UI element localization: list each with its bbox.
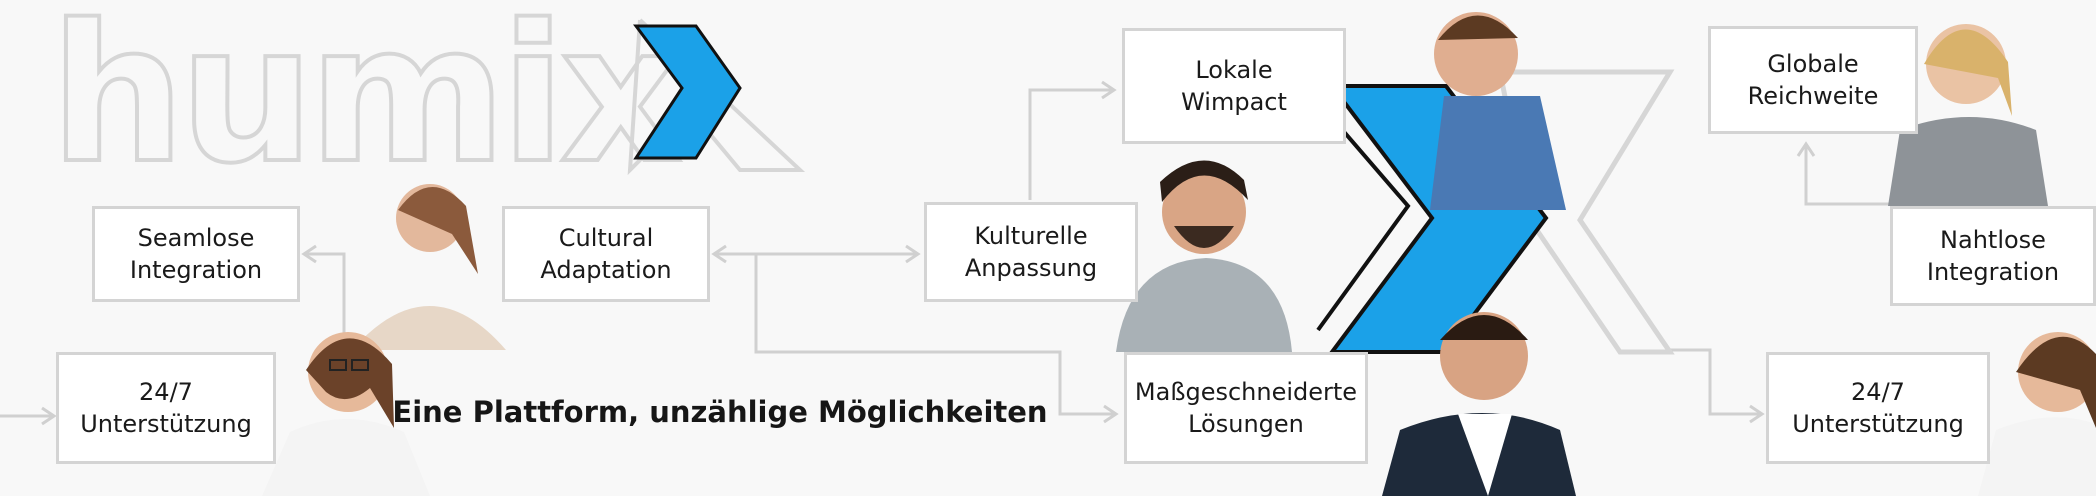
box-line-2: Integration [129, 256, 263, 284]
person-man-blue-shirt [1430, 12, 1566, 210]
logo-text: humix [50, 0, 680, 205]
logo-chevron-icon [633, 24, 742, 160]
box-seamlose-integration: Seamlose Integration [92, 206, 300, 302]
box-line-2: Lösungen [1188, 410, 1304, 438]
box-line-2: Adaptation [540, 256, 672, 284]
box-line-2: Unterstützung [80, 410, 252, 438]
box-nahtlose-integration: Nahtlose Integration [1890, 206, 2096, 306]
person-woman-glasses-left [262, 332, 430, 496]
box-cultural-adaptation: Cultural Adaptation [502, 206, 710, 302]
box-line-2: Wimpact [1181, 88, 1287, 116]
tagline: Eine Plattform, unzählige Möglichkeiten [392, 395, 1048, 429]
box-line-1: 24/7 [139, 378, 193, 406]
person-woman-glasses-right [1978, 332, 2096, 496]
person-man-suit [1382, 312, 1576, 496]
box-line-1: Cultural [558, 224, 654, 252]
box-line-2: Anpassung [964, 254, 1098, 282]
box-globale-reichweite: Globale Reichweite [1708, 26, 1918, 134]
person-woman-blazer [1888, 24, 2048, 206]
box-line-2: Unterstützung [1792, 410, 1964, 438]
box-line-1: Lokale [1195, 56, 1273, 84]
box-line-2: Reichweite [1747, 82, 1879, 110]
humix-logo: humix [48, 0, 806, 207]
box-line-1: Globale [1767, 50, 1859, 78]
box-line-1: Nahtlose [1940, 226, 2046, 254]
box-massgeschneiderte-loesungen: Maßgeschneiderte Lösungen [1124, 352, 1368, 464]
chevron-left-stroke [1316, 102, 1411, 332]
connector-lines [0, 80, 1894, 426]
box-line-1: Seamlose [137, 224, 255, 252]
logo-x-outline [627, 18, 806, 176]
person-man-beard [1116, 160, 1292, 352]
box-line-2: Integration [1926, 258, 2060, 286]
box-lokale-wimpact: Lokale Wimpact [1122, 28, 1346, 144]
box-line-1: 24/7 [1851, 378, 1905, 406]
box-support-right: 24/7 Unterstützung [1766, 352, 1990, 464]
person-woman-ponytail [352, 184, 506, 350]
box-support-left: 24/7 Unterstützung [56, 352, 276, 464]
box-kulturelle-anpassung: Kulturelle Anpassung [924, 202, 1138, 302]
box-line-1: Kulturelle [974, 222, 1088, 250]
box-line-1: Maßgeschneiderte [1134, 378, 1358, 406]
